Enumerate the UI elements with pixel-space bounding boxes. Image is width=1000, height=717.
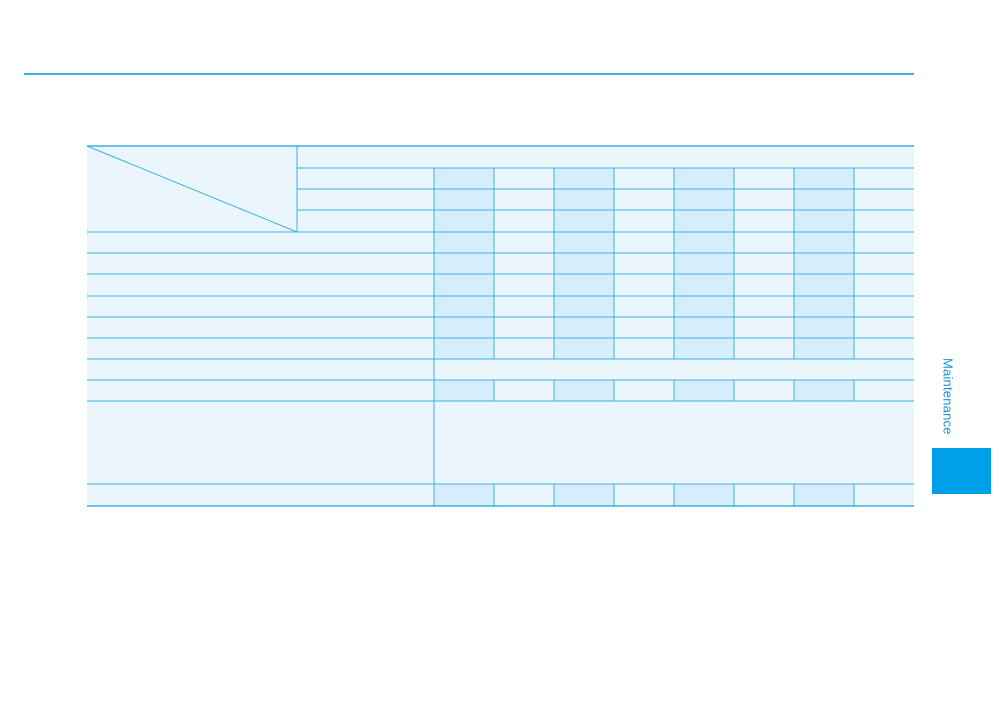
interval-column-shade [554, 168, 614, 359]
interval-column-shade [554, 380, 614, 401]
interval-column-shade [794, 484, 854, 506]
section-tab-label[interactable]: Maintenance [940, 358, 956, 435]
interval-column-shade [434, 168, 494, 359]
interval-column-shade [794, 168, 854, 359]
corner-diagonal [86, 145, 298, 233]
interval-column-shade [674, 380, 734, 401]
table-background [87, 146, 914, 506]
section-tab-marker[interactable] [932, 448, 991, 494]
top-rule [24, 73, 914, 75]
interval-column-shade [554, 484, 614, 506]
interval-column-shade [434, 380, 494, 401]
interval-column-shade [674, 484, 734, 506]
interval-column-shade [794, 380, 854, 401]
interval-column-shade [434, 484, 494, 506]
interval-column-shade [674, 168, 734, 359]
